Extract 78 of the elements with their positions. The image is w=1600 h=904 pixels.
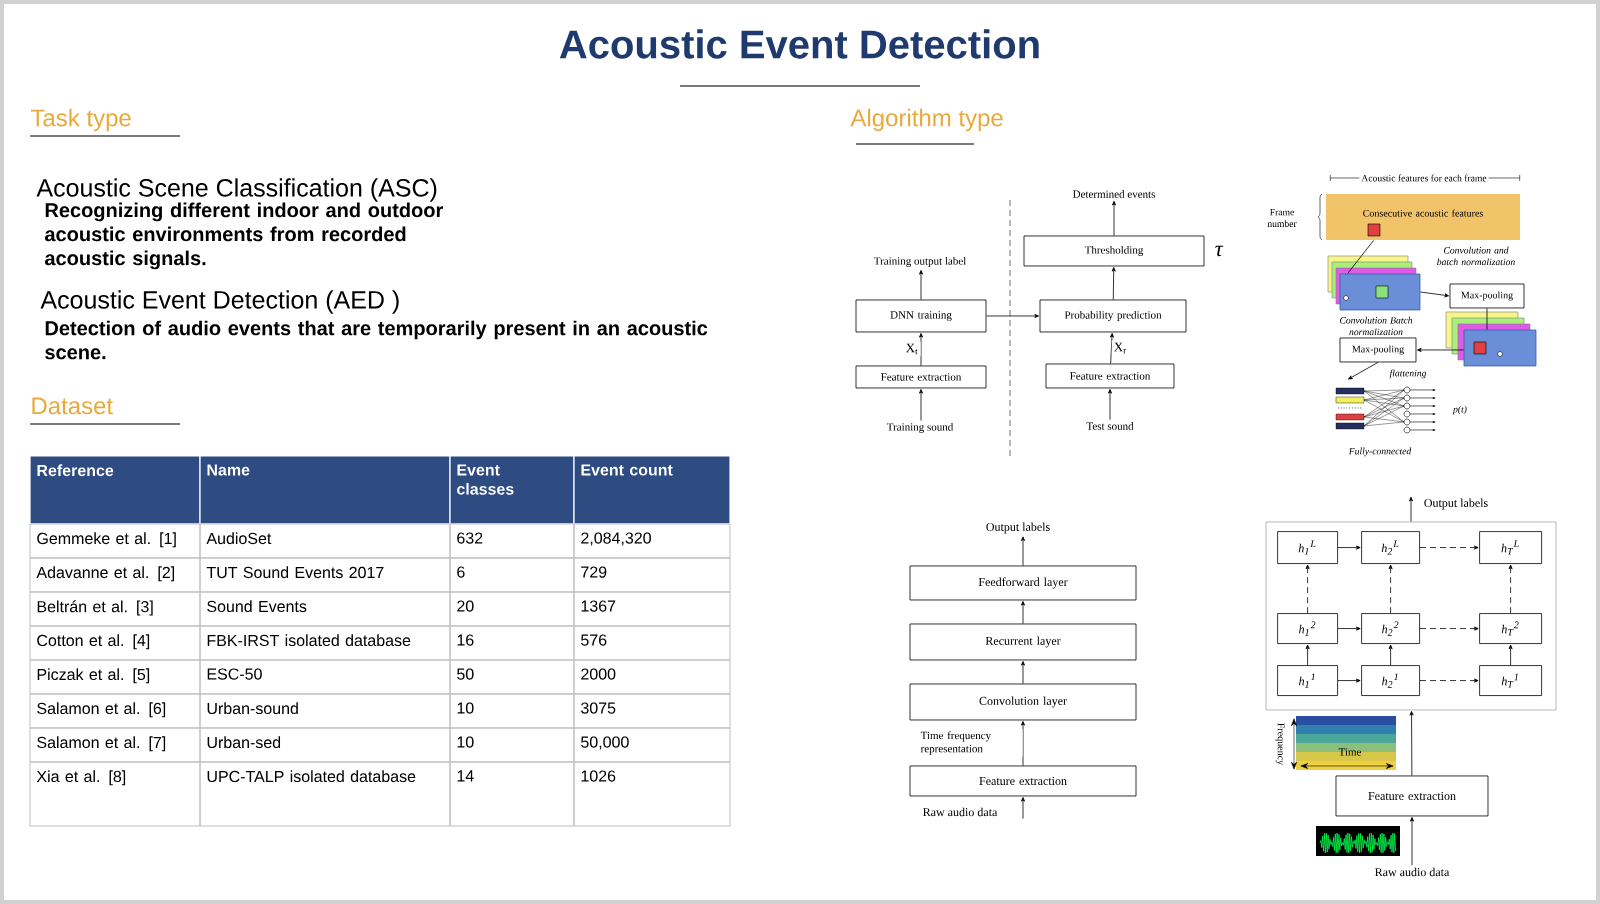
title: Acoustic Event Detection: [559, 29, 1039, 59]
arrow: [1508, 564, 1513, 614]
table-cell: Gemmeke et al. [1]: [29, 523, 201, 559]
table-cell: Adavanne et al. [2]: [29, 557, 201, 593]
arrow: [919, 270, 923, 300]
arrow: [919, 389, 923, 421]
table-cell: Urban-sound: [199, 693, 451, 729]
table-cell: TUT Sound Events 2017: [199, 557, 451, 593]
table-cell: FBK-IRST isolated database: [199, 625, 451, 661]
table-cell: Salamon et al. [7]: [29, 727, 201, 763]
table-cell: Xia et al. [8]: [29, 761, 201, 827]
arrow: [1021, 797, 1025, 819]
arrow: [1410, 817, 1414, 866]
table-cell: 50,000: [573, 727, 731, 763]
arrow: [1108, 389, 1112, 421]
table-cell: Piczak et al. [5]: [29, 659, 201, 695]
arrow: [1409, 711, 1414, 776]
arrow: [986, 314, 1039, 318]
feature-map-stack: [1445, 311, 1537, 367]
arrow: [1337, 678, 1361, 683]
table-cell: 1026: [573, 761, 731, 827]
threshold-symbol: τ: [1215, 245, 1224, 257]
table-cell: 50: [449, 659, 575, 695]
table-cell: 20: [449, 591, 575, 627]
arrow: [1021, 661, 1025, 684]
table-cell: Sound Events: [199, 591, 451, 627]
section-heading: Algorithm type: [850, 108, 1003, 132]
table-cell: Beltrán et al. [3]: [29, 591, 201, 627]
table-cell: 2,084,320: [573, 523, 731, 559]
task-heading: Acoustic Scene Classification (ASC): [36, 178, 437, 202]
arrow: [1348, 362, 1379, 380]
arrow: [1388, 564, 1393, 614]
section-heading: Task type: [30, 108, 131, 132]
arrow: [1109, 333, 1114, 364]
arrow: [1021, 601, 1025, 624]
arrow: [1305, 644, 1310, 666]
table-cell: Urban-sed: [199, 727, 451, 763]
table-cell: 14: [449, 761, 575, 827]
arrow: [1112, 200, 1116, 236]
table-cell: Cotton et al. [4]: [29, 625, 201, 661]
table-cell: 632: [449, 523, 575, 559]
arrow: [1021, 721, 1025, 766]
table-header-cell: Event count: [573, 455, 731, 525]
table-cell: AudioSet: [199, 523, 451, 559]
table-header-cell: Reference: [29, 455, 201, 525]
arrow: [1111, 267, 1116, 300]
table-cell: 2000: [573, 659, 731, 695]
network-drawing: [1335, 386, 1436, 434]
arrow: [1420, 291, 1449, 298]
table-cell: 10: [449, 693, 575, 729]
table-cell: 576: [573, 625, 731, 661]
arrow: [919, 333, 923, 366]
table-cell: 729: [573, 557, 731, 593]
arrow: [1021, 536, 1025, 566]
table-cell: 1367: [573, 591, 731, 627]
table-cell: Salamon et al. [6]: [29, 693, 201, 729]
task-description: Recognizing different indoor and outdoor acoustic environments from recorded acoustic signals.: [45, 202, 443, 270]
arrow: [1419, 626, 1479, 631]
task-description: Detection of audio events that are temporarily present in an acoustic scene.: [45, 320, 708, 360]
arrow: [1417, 348, 1464, 352]
arrow: [1419, 678, 1479, 683]
table-cell: 16: [449, 625, 575, 661]
arrow: [1419, 545, 1479, 550]
feature-map-stack: [1327, 255, 1421, 311]
arrow: [1337, 545, 1361, 550]
arrow: [1508, 644, 1513, 666]
arrow: [1388, 644, 1393, 666]
table-header-cell: Event classes: [449, 455, 575, 525]
table-cell: 10: [449, 727, 575, 763]
arrow: [1409, 496, 1413, 522]
table-cell: 6: [449, 557, 575, 593]
arrow: [1337, 626, 1361, 631]
task-heading: Acoustic Event Detection (AED ): [40, 290, 399, 314]
table-cell: ESC-50: [199, 659, 451, 695]
arrow: [1305, 564, 1310, 614]
table-cell: 3075: [573, 693, 731, 729]
section-heading: Dataset: [32, 397, 113, 415]
table-cell: UPC-TALP isolated database: [199, 761, 451, 827]
